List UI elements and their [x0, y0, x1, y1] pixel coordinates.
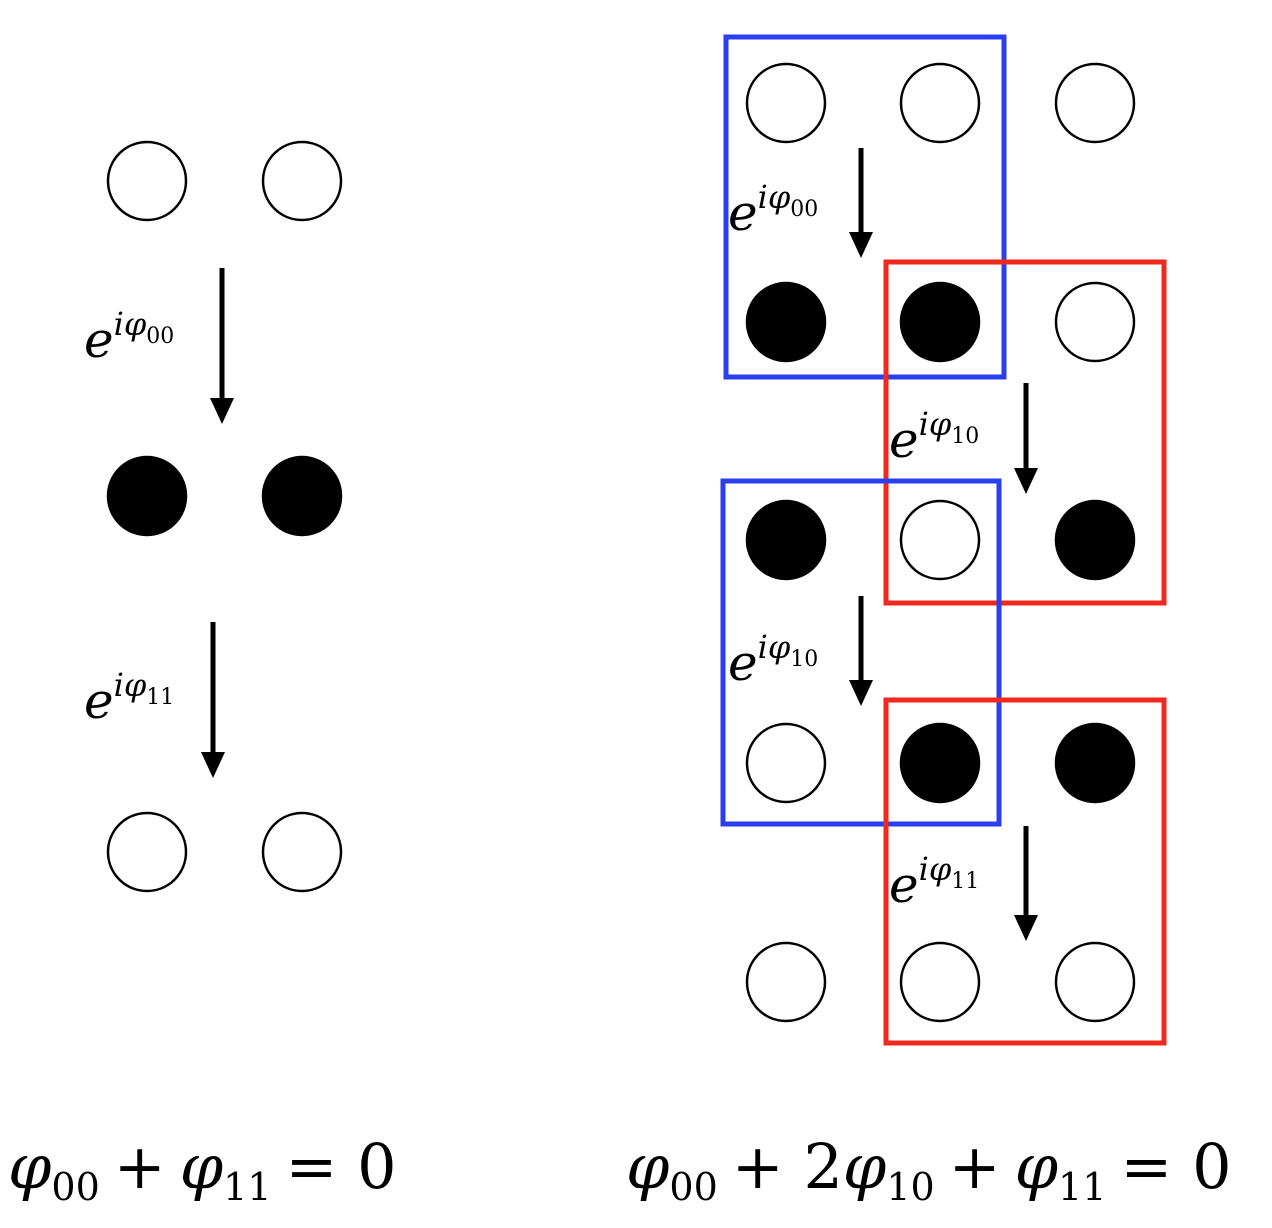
- right-site-empty-r1-c3: [1054, 62, 1136, 144]
- left-site-empty-r1-c1: [106, 140, 188, 222]
- phase-label-left-2: eiφ11: [84, 666, 174, 730]
- phase-labels: eiφ00 eiφ11 eiφ00 eiφ10 eiφ10 eiφ11: [84, 178, 979, 914]
- right-site-empty-r3-c2: [899, 499, 981, 581]
- right-arrow-2-head: [1014, 468, 1038, 494]
- phase-label-right-4: eiφ11: [889, 850, 979, 914]
- left-arrow-2: [201, 622, 225, 778]
- right-site-filled-r4-c3: [1054, 722, 1136, 804]
- phase-label-left-1: eiφ00: [84, 305, 174, 369]
- left-arrow-1: [210, 268, 234, 424]
- red-plaquette-box-4: [883, 697, 1167, 1046]
- right-arrow-1: [849, 148, 873, 258]
- right-site-empty-r1-c2: [899, 62, 981, 144]
- right-site-empty-r2-c3: [1054, 281, 1136, 363]
- phase-label-right-2: eiφ10: [889, 405, 979, 469]
- right-site-empty-r4-c1: [745, 722, 827, 804]
- left-arrow-1-head: [210, 398, 234, 424]
- plaquette-boxes: [720, 34, 1167, 1046]
- left-site-empty-r3-c2: [261, 811, 343, 893]
- right-site-filled-r2-c2: [899, 281, 981, 363]
- equation-left: φ00+φ11= 0: [8, 1130, 397, 1209]
- right-arrow-3: [849, 596, 873, 706]
- right-arrow-2: [1014, 383, 1038, 494]
- right-site-empty-r5-c1: [745, 941, 827, 1023]
- hopping-arrows: [201, 148, 1038, 941]
- left-site-empty-r3-c1: [106, 811, 188, 893]
- blue-plaquette-box-1: [723, 34, 1007, 380]
- right-arrow-3-head: [849, 680, 873, 706]
- right-arrow-4-head: [1014, 915, 1038, 941]
- right-site-filled-r2-c1: [745, 281, 827, 363]
- left-site-filled-r2-c2: [261, 455, 343, 537]
- equation-right: φ00+ 2φ10+φ11= 0: [626, 1130, 1232, 1209]
- red-plaquette-box-2: [883, 259, 1167, 606]
- right-site-empty-r5-c2: [899, 941, 981, 1023]
- left-site-empty-r1-c2: [261, 140, 343, 222]
- right-site-filled-r3-c3: [1054, 499, 1136, 581]
- right-site-filled-r4-c2: [899, 722, 981, 804]
- blue-plaquette-box-3: [720, 478, 1002, 827]
- right-arrow-4: [1014, 826, 1038, 941]
- right-site-empty-r1-c1: [745, 62, 827, 144]
- phase-label-right-1: eiφ00: [728, 178, 818, 242]
- left-site-filled-r2-c1: [106, 455, 188, 537]
- right-arrow-1-head: [849, 232, 873, 258]
- phase-label-right-3: eiφ10: [728, 628, 818, 692]
- lattice-sites: [106, 62, 1136, 1023]
- right-site-filled-r3-c1: [745, 499, 827, 581]
- right-site-empty-r5-c3: [1054, 941, 1136, 1023]
- left-arrow-2-head: [201, 752, 225, 778]
